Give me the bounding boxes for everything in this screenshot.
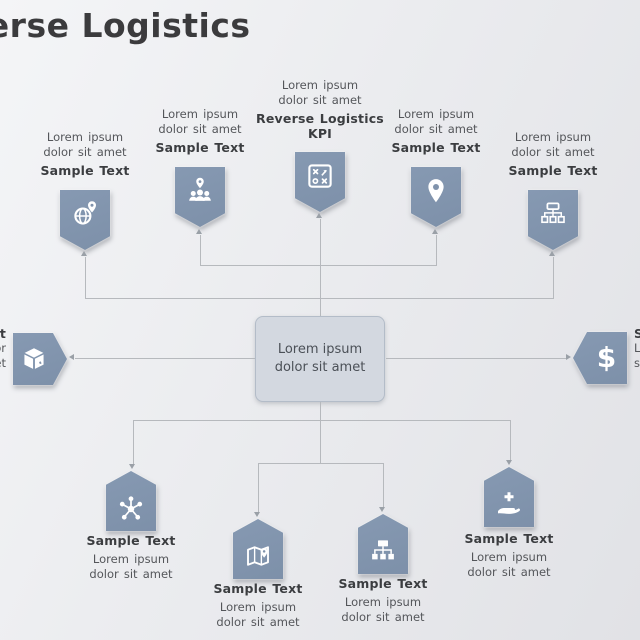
arrowhead xyxy=(254,512,260,517)
strategy-kpi-icon xyxy=(308,163,332,188)
connector-line xyxy=(85,298,554,299)
connector-line xyxy=(258,464,259,512)
connector-line xyxy=(133,420,511,421)
pentagon-hierarchy xyxy=(528,190,578,250)
node-label: Sample Text xyxy=(0,326,6,341)
node-description: Lorem ipsum dolor sit amet xyxy=(467,550,551,579)
right-node-text: Sample Text Lorem ipsum dolor sit amet xyxy=(634,326,640,371)
arrowhead xyxy=(81,251,87,256)
arrowhead xyxy=(379,507,385,512)
node-description: Lorem ipsum dolor sit amet xyxy=(341,595,425,624)
connector-line xyxy=(553,257,554,298)
connector-line xyxy=(133,421,134,464)
pentagon-location xyxy=(411,167,461,227)
connector-line xyxy=(386,358,566,359)
arrowhead xyxy=(69,354,74,360)
node-description: Lorem ipsum dolor sit amet xyxy=(216,600,300,629)
center-node: Lorem ipsum dolor sit amet xyxy=(255,316,385,402)
arrowhead xyxy=(506,460,512,465)
pentagon-kpi xyxy=(295,152,345,212)
network-hub-icon xyxy=(119,495,143,520)
slide-title: Reverse Logistics xyxy=(0,6,251,45)
bottom-node-4: Sample Text Lorem ipsum dolor sit amet xyxy=(449,531,569,580)
connector-line xyxy=(383,464,384,507)
location-pin-icon xyxy=(428,178,444,202)
bottom-node-3: Sample Text Lorem ipsum dolor sit amet xyxy=(323,576,443,625)
node-description: Lorem ipsum dolor sit amet xyxy=(89,552,173,581)
globe-location-icon xyxy=(74,200,96,225)
dollar-icon: $ xyxy=(596,341,617,374)
node-label: Sample Text xyxy=(86,533,176,548)
connector-line xyxy=(320,402,321,463)
workflow-icon xyxy=(372,539,394,559)
pentagon-care xyxy=(484,467,534,527)
node-description: Lorem ipsum dolor sit amet xyxy=(634,341,640,370)
pentagon-package xyxy=(13,333,67,385)
connector-line xyxy=(200,235,201,265)
arrowhead xyxy=(432,229,438,234)
node-label: Reverse Logistics KPI xyxy=(256,111,384,141)
top-node-5: Lorem ipsum dolor sit amet Sample Text xyxy=(493,130,613,178)
pentagon-network xyxy=(106,471,156,531)
top-node-4: Lorem ipsum dolor sit amet Sample Text xyxy=(376,107,496,155)
node-description: Lorem ipsum dolor sit amet xyxy=(158,107,242,136)
connector-line xyxy=(75,358,255,359)
pentagon-map xyxy=(233,519,283,579)
top-node-2: Lorem ipsum dolor sit amet Sample Text xyxy=(140,107,260,155)
top-node-1: Lorem ipsum dolor sit amet Sample Text xyxy=(25,130,145,178)
center-node-text: Lorem ipsum dolor sit amet xyxy=(274,342,366,375)
node-description: Lorem ipsum dolor sit amet xyxy=(394,107,478,136)
node-label: Sample Text xyxy=(213,581,303,596)
arrowhead xyxy=(549,251,555,256)
node-label: Sample Text xyxy=(634,326,640,341)
arrowhead xyxy=(196,229,202,234)
node-description: Lorem ipsum dolor sit amet xyxy=(511,130,595,159)
connector-line xyxy=(85,257,86,298)
arrowhead xyxy=(129,464,135,469)
node-description: Lorem ipsum dolor sit amet xyxy=(0,341,6,370)
pentagon-dollar: $ xyxy=(573,332,627,384)
node-label: Sample Text xyxy=(508,163,598,178)
node-label: Sample Text xyxy=(40,163,130,178)
bottom-node-2: Sample Text Lorem ipsum dolor sit amet xyxy=(198,581,318,630)
bottom-node-1: Sample Text Lorem ipsum dolor sit amet xyxy=(71,533,191,582)
package-box-icon xyxy=(23,348,44,369)
node-label: Sample Text xyxy=(155,140,245,155)
arrowhead xyxy=(316,213,322,218)
node-description: Lorem ipsum dolor sit amet xyxy=(43,130,127,159)
pentagon-workflow xyxy=(358,514,408,574)
connector-line xyxy=(436,235,437,265)
top-node-3-kpi: Lorem ipsum dolor sit amet Reverse Logis… xyxy=(252,78,388,141)
node-label: Sample Text xyxy=(338,576,428,591)
node-label: Sample Text xyxy=(464,531,554,546)
connector-line xyxy=(510,421,511,460)
arrowhead xyxy=(566,354,571,360)
node-description: Lorem ipsum dolor sit amet xyxy=(278,78,362,107)
connector-line xyxy=(320,219,321,316)
pentagon-globe xyxy=(60,190,110,250)
connector-line xyxy=(258,463,384,464)
team-location-icon xyxy=(189,177,211,201)
pentagon-team xyxy=(175,167,225,227)
left-node-text: Sample Text Lorem ipsum dolor sit amet xyxy=(0,326,6,371)
node-label: Sample Text xyxy=(391,140,481,155)
connector-line xyxy=(200,265,437,266)
org-hierarchy-icon xyxy=(541,202,565,223)
care-hand-icon xyxy=(498,491,520,514)
map-route-icon xyxy=(247,545,269,566)
